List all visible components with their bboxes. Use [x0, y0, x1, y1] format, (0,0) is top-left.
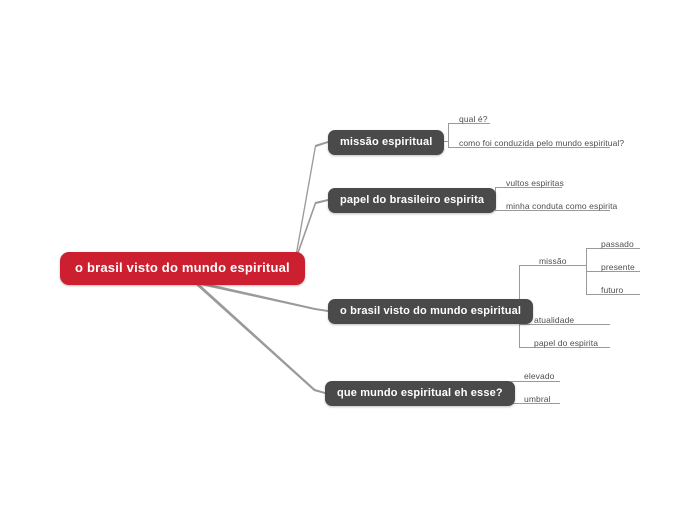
leaf-node-papel-do-espirita[interactable]: papel do espirita: [530, 338, 602, 351]
connector-root-to-branch-4: [195, 281, 325, 394]
leaf-node-vultos-espiritas[interactable]: vultos espiritas: [502, 178, 568, 191]
branch-node-papel-do-brasileiro-espirita[interactable]: papel do brasileiro espirita: [328, 188, 497, 213]
leaf-node-futuro[interactable]: futuro: [597, 285, 627, 298]
connector-root-to-branch-3: [196, 281, 328, 312]
leaf-node-label: missão: [539, 256, 567, 266]
leaf-node-label: como foi conduzida pelo mundo espiritual…: [459, 138, 625, 148]
leaf-node-atualidade[interactable]: atualidade: [530, 315, 578, 328]
leaf-node-label: minha conduta como espirita: [506, 201, 618, 211]
leaf-node-label: futuro: [601, 285, 624, 295]
leaf-node-missao[interactable]: missão: [535, 256, 571, 269]
connector-root-to-branch-1: [296, 141, 328, 254]
branch-node-label: missão espiritual: [340, 136, 433, 148]
branch-node-label: o brasil visto do mundo espiritual: [340, 305, 522, 317]
leaf-node-umbral[interactable]: umbral: [520, 394, 555, 407]
leaf-node-qual-e[interactable]: qual é?: [455, 114, 492, 127]
branch-node-label: papel do brasileiro espirita: [340, 194, 485, 206]
branch-node-que-mundo-espiritual-eh-esse[interactable]: que mundo espiritual eh esse?: [325, 381, 515, 406]
leaf-node-label: umbral: [524, 394, 551, 404]
leaf-node-passado[interactable]: passado: [597, 239, 638, 252]
leaf-node-label: qual é?: [459, 114, 488, 124]
leaf-node-label: elevado: [524, 371, 555, 381]
branch-node-missao-espiritual[interactable]: missão espiritual: [328, 130, 445, 155]
root-node[interactable]: o brasil visto do mundo espiritual: [60, 252, 305, 285]
leaf-node-label: vultos espiritas: [506, 178, 564, 188]
leaf-node-label: passado: [601, 239, 634, 249]
leaf-node-label: presente: [601, 262, 635, 272]
leaf-node-presente[interactable]: presente: [597, 262, 639, 275]
branch-node-o-brasil-visto-do-mundo-espiritual[interactable]: o brasil visto do mundo espiritual: [328, 299, 534, 324]
leaf-node-elevado[interactable]: elevado: [520, 371, 558, 384]
leaf-node-como-foi-conduzida[interactable]: como foi conduzida pelo mundo espiritual…: [455, 138, 628, 151]
root-node-label: o brasil visto do mundo espiritual: [75, 260, 290, 275]
leaf-node-minha-conduta-como-espirita[interactable]: minha conduta como espirita: [502, 201, 621, 214]
leaf-node-label: papel do espirita: [534, 338, 599, 348]
connector-root-to-branch-2: [296, 199, 328, 258]
branch-node-label: que mundo espiritual eh esse?: [337, 387, 503, 399]
leaf-node-label: atualidade: [534, 315, 575, 325]
